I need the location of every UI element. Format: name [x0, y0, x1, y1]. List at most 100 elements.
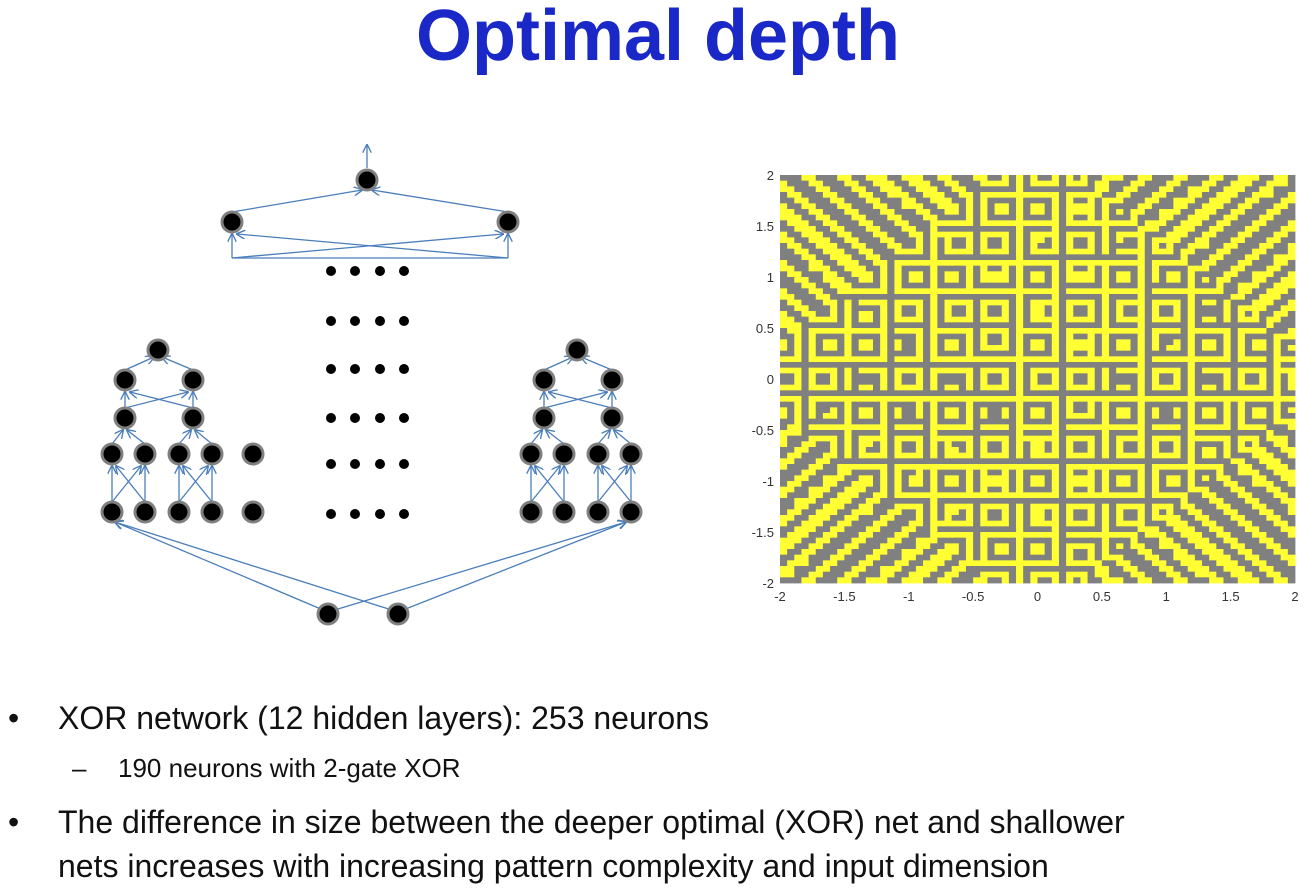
- plot-cell: [1023, 373, 1031, 380]
- plot-cell: [1166, 543, 1174, 550]
- plot-cell: [930, 277, 938, 284]
- plot-cell: [1259, 452, 1267, 459]
- plot-cell: [894, 418, 902, 425]
- plot-cell: [1016, 464, 1024, 471]
- plot-cell: [973, 458, 981, 465]
- plot-cell: [794, 430, 802, 437]
- plot-cell: [951, 486, 960, 493]
- plot-cell: [958, 226, 967, 233]
- plot-cell: [1023, 537, 1031, 544]
- plot-cell: [930, 356, 938, 363]
- plot-cell: [930, 481, 938, 488]
- plot-cell: [1001, 243, 1010, 250]
- plot-cell: [830, 277, 838, 284]
- plot-cell: [1044, 407, 1053, 414]
- plot-cell: [787, 260, 795, 267]
- plot-cell: [1252, 566, 1260, 573]
- plot-cell: [1173, 554, 1181, 561]
- plot-cell: [965, 271, 974, 278]
- plot-cell: [780, 282, 788, 289]
- plot-cell: [901, 384, 910, 391]
- plot-cell: [1087, 498, 1096, 505]
- plot-cell: [1187, 311, 1196, 318]
- plot-cell: [1137, 260, 1146, 267]
- plot-cell: [1016, 367, 1024, 374]
- plot-cell: [944, 413, 953, 420]
- plot-cell: [872, 430, 881, 437]
- plot-cell: [951, 543, 960, 550]
- plot-cell: [1109, 322, 1117, 329]
- plot-cell: [1094, 180, 1103, 187]
- plot-cell: [973, 486, 981, 493]
- plot-cell: [1151, 458, 1160, 465]
- plot-cell: [1101, 260, 1110, 267]
- plot-cell: [1209, 384, 1217, 391]
- plot-cell: [1130, 243, 1139, 250]
- plot-cell: [1202, 396, 1210, 403]
- plot-cell: [1087, 311, 1096, 318]
- plot-cell: [930, 339, 938, 346]
- plot-cell: [1194, 356, 1203, 363]
- plot-cell: [1073, 435, 1081, 442]
- plot-cell: [1166, 226, 1174, 233]
- plot-cell: [1123, 424, 1131, 431]
- plot-cell: [1109, 401, 1117, 408]
- plot-cell: [851, 209, 860, 216]
- plot-cell: [1223, 396, 1232, 403]
- plot-cell: [1066, 413, 1074, 420]
- plot-cell: [872, 435, 881, 442]
- plot-cell: [1008, 537, 1017, 544]
- plot-cell: [1209, 458, 1217, 465]
- plot-cell: [1173, 362, 1181, 369]
- plot-cell: [1137, 299, 1146, 306]
- plot-cell: [1008, 441, 1017, 448]
- plot-cell: [1058, 282, 1067, 289]
- plot-cell: [822, 549, 831, 556]
- plot-cell: [1008, 396, 1017, 403]
- plot-cell: [1030, 209, 1038, 216]
- plot-cell: [1116, 265, 1124, 272]
- plot-cell: [865, 316, 874, 323]
- plot-cell: [1130, 543, 1139, 550]
- plot-cell: [894, 373, 902, 380]
- plot-cell: [1073, 237, 1081, 244]
- plot-cell: [1109, 333, 1117, 340]
- plot-cell: [1037, 316, 1046, 323]
- plot-cell: [1016, 532, 1024, 539]
- plot-cell: [1023, 288, 1031, 295]
- plot-cell: [1030, 316, 1038, 323]
- plot-cell: [1202, 299, 1210, 306]
- plot-cell: [822, 526, 831, 533]
- plot-cell: [994, 503, 1003, 510]
- plot-cell: [1173, 384, 1181, 391]
- plot-cell: [1080, 214, 1088, 221]
- plot-cell: [808, 299, 817, 306]
- plot-cell: [1044, 452, 1053, 459]
- plot-cell: [937, 180, 945, 187]
- plot-cell: [965, 543, 974, 550]
- plot-cell: [851, 469, 860, 476]
- plot-cell: [994, 379, 1003, 386]
- plot-cell: [1066, 492, 1074, 499]
- plot-cell: [1144, 424, 1153, 431]
- plot-cell: [1073, 316, 1081, 323]
- plot-cell: [973, 413, 981, 420]
- plot-cell: [1237, 248, 1246, 255]
- plot-cell: [994, 407, 1003, 414]
- plot-cell: [1187, 367, 1196, 374]
- plot-cell: [1173, 464, 1181, 471]
- plot-cell: [1202, 180, 1210, 187]
- plot-cell: [908, 316, 917, 323]
- plot-cell: [965, 311, 974, 318]
- plot-cell: [1194, 345, 1203, 352]
- plot-cell: [815, 526, 824, 533]
- plot-cell: [1023, 350, 1031, 357]
- plot-cell: [973, 435, 981, 442]
- plot-cell: [865, 220, 874, 227]
- plot-cell: [1202, 464, 1210, 471]
- plot-cell: [1194, 554, 1203, 561]
- plot-cell: [1223, 424, 1232, 431]
- plot-cell: [822, 373, 831, 380]
- plot-cell: [1030, 294, 1038, 301]
- plot-cell: [822, 282, 831, 289]
